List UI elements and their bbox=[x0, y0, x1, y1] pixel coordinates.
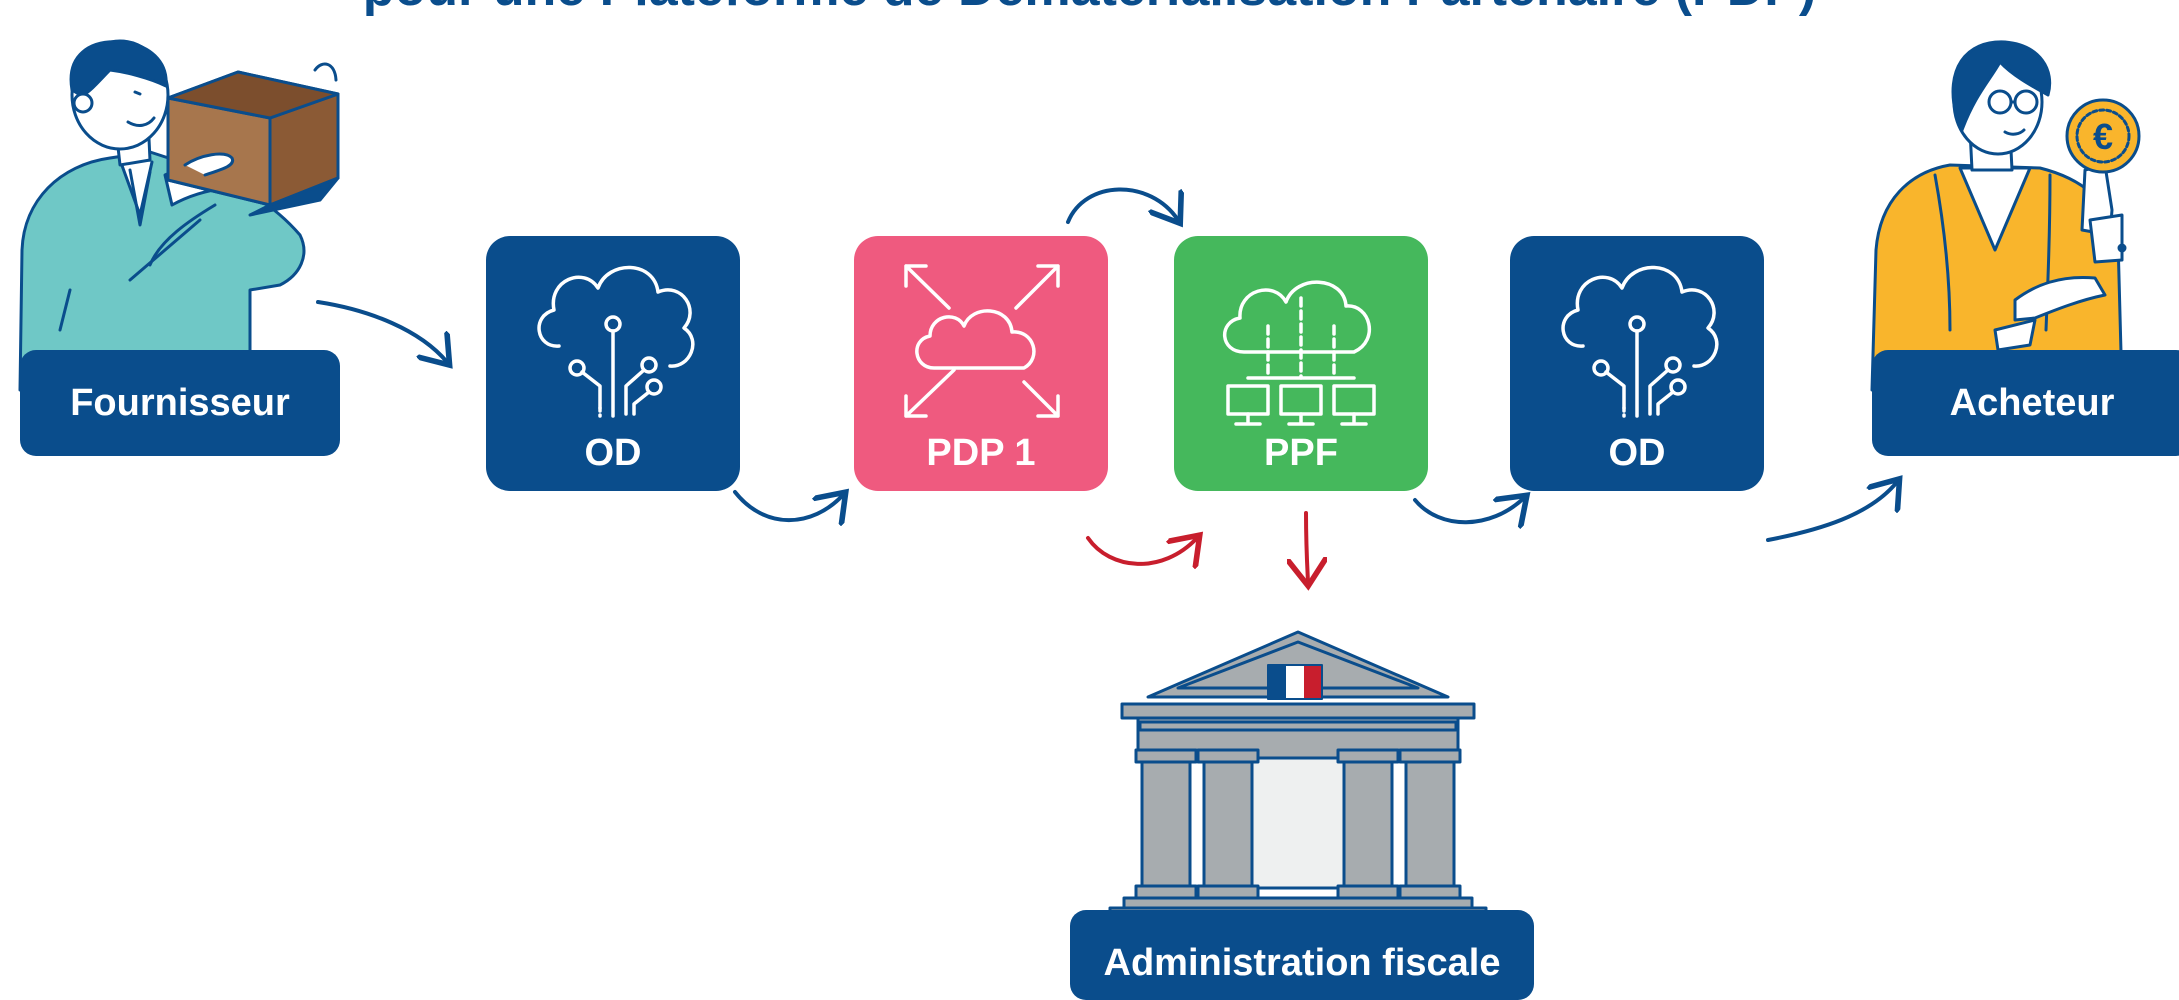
arrow-supplier-to-od bbox=[316, 300, 447, 362]
digital-tree-icon bbox=[1561, 265, 1719, 418]
arrow-od-to-pdp bbox=[733, 492, 843, 520]
node-od-right: OD bbox=[1510, 236, 1764, 491]
man-holding-box-icon bbox=[18, 39, 340, 392]
node-pdp1: PDP 1 bbox=[854, 236, 1108, 491]
node-pdp1-label: PDP 1 bbox=[926, 432, 1036, 474]
arrow-pdp-to-ppf-bottom bbox=[1086, 538, 1197, 564]
government-building-icon bbox=[1108, 630, 1488, 922]
node-od-right-label: OD bbox=[1608, 432, 1666, 474]
arrow-ppf-to-tax bbox=[1306, 511, 1308, 582]
digital-tree-icon bbox=[537, 265, 695, 418]
buyer-label: Acheteur bbox=[1872, 350, 2179, 456]
node-od-left: OD bbox=[486, 236, 740, 491]
woman-holding-euro-coin-icon: € bbox=[1870, 40, 2141, 392]
arrow-pdp-to-ppf-top bbox=[1066, 187, 1178, 222]
tax-admin-label: Administration fiscale bbox=[1070, 910, 1534, 1000]
arrow-ppf-to-od bbox=[1413, 498, 1524, 522]
cloud-arrows-icon bbox=[904, 264, 1060, 418]
node-ppf: PPF bbox=[1174, 236, 1428, 491]
node-ppf-label: PPF bbox=[1264, 432, 1338, 474]
cloud-network-icon bbox=[1222, 280, 1376, 426]
euro-symbol: € bbox=[2093, 116, 2113, 157]
arrow-od-to-buyer bbox=[1766, 482, 1897, 542]
page-title: pour une Plateforme de Dématérialisation… bbox=[0, 0, 2179, 18]
node-od-left-label: OD bbox=[584, 432, 642, 474]
supplier-label: Fournisseur bbox=[20, 350, 340, 456]
